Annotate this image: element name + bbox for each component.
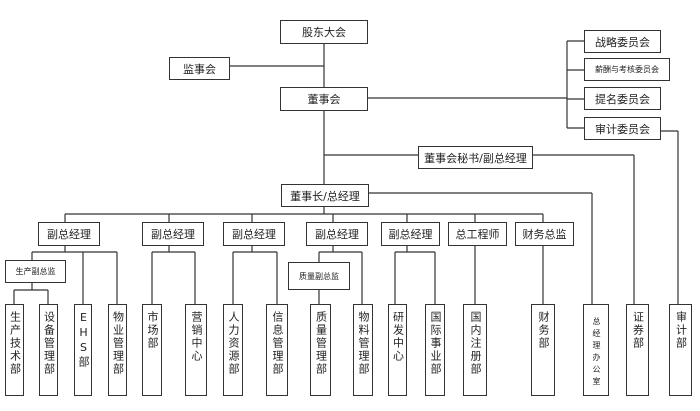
department-box: 设备管理部 xyxy=(39,304,58,396)
department-box: 生产技术部 xyxy=(5,304,24,396)
executive-box: 副总经理 xyxy=(381,222,440,246)
quality-director-box: 质量副总监 xyxy=(288,262,350,290)
board-secretary-box: 董事会秘书/副总经理 xyxy=(418,146,533,169)
executive-box: 副总经理 xyxy=(223,222,285,246)
committee-compensation-box: 薪酬与考核委员会 xyxy=(584,58,670,81)
executive-box: 总工程师 xyxy=(448,222,507,246)
department-box: 质量管理部 xyxy=(310,304,331,396)
department-box: 市场部 xyxy=(142,304,162,396)
chairman-gm-box: 董事长/总经理 xyxy=(281,184,369,207)
committee-strategy-box: 战略委员会 xyxy=(584,30,661,53)
department-box: 信息管理部 xyxy=(266,304,288,396)
department-box: 营销中心 xyxy=(185,304,207,396)
department-box: 财务部 xyxy=(531,304,555,396)
department-box: 物料管理部 xyxy=(353,304,373,396)
audit-dept-box: 审计部 xyxy=(669,304,692,396)
executive-box: 副总经理 xyxy=(38,222,100,246)
gm-office-box: 总经理办公室 xyxy=(583,304,609,396)
department-box: 国内注册部 xyxy=(463,304,487,396)
executive-box: 副总经理 xyxy=(142,222,204,246)
executive-box: 财务总监 xyxy=(515,222,574,246)
securities-dept-box: 证券部 xyxy=(626,304,649,396)
department-box: 研发中心 xyxy=(388,304,407,396)
executive-box: 副总经理 xyxy=(306,222,368,246)
department-box: EHS部 xyxy=(74,304,92,396)
department-box: 物业管理部 xyxy=(108,304,127,396)
supervisory-board-box: 监事会 xyxy=(169,57,230,80)
production-director-box: 生产副总监 xyxy=(5,260,66,283)
department-box: 人力资源部 xyxy=(223,304,243,396)
department-box: 国际事业部 xyxy=(425,304,445,396)
board-of-directors-box: 董事会 xyxy=(280,87,368,111)
shareholders-meeting-box: 股东大会 xyxy=(280,20,368,44)
committee-nomination-box: 提名委员会 xyxy=(584,87,661,110)
committee-audit-box: 审计委员会 xyxy=(584,117,661,140)
